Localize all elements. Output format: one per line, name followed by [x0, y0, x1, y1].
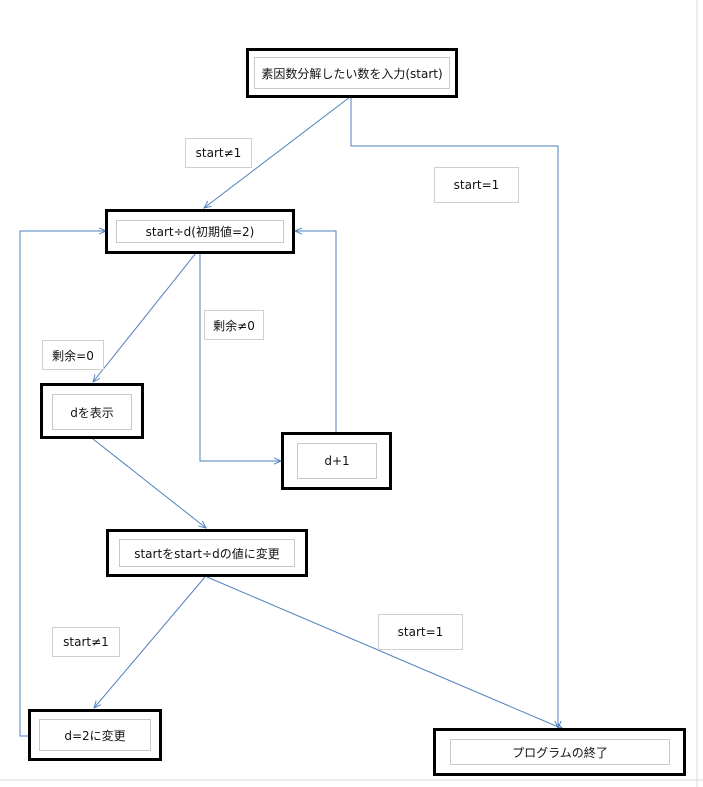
- edge-increment-to-divide: [295, 231, 337, 433]
- node-show-d: dを表示: [40, 383, 144, 439]
- edge-divide-to-increment: [199, 253, 281, 461]
- edge-input-to-end: [350, 97, 558, 728]
- node-show-d-label: dを表示: [52, 394, 132, 430]
- node-input-label: 素因数分解したい数を入力(start): [254, 57, 450, 89]
- edge-reset-to-divide: [19, 231, 106, 737]
- edge-divide-to-show: [93, 252, 197, 382]
- edge-input-to-divide: [204, 96, 351, 208]
- node-end: プログラムの終了: [433, 728, 686, 776]
- edge-label-update-to-reset: start≠1: [52, 627, 120, 657]
- node-end-label: プログラムの終了: [450, 739, 670, 765]
- node-increment: d+1: [281, 432, 392, 490]
- node-divide: start÷d(初期値=2): [105, 209, 295, 254]
- edge-show-to-update: [92, 438, 206, 528]
- node-increment-label: d+1: [297, 443, 377, 479]
- node-reset-d-label: d=2に変更: [39, 719, 151, 751]
- edge-update-to-end: [206, 576, 563, 729]
- edge-label-remainder-zero: 剰余=0: [42, 340, 104, 370]
- node-update-start-label: startをstart÷dの値に変更: [119, 539, 295, 567]
- edge-update-to-reset: [94, 576, 206, 708]
- node-reset-d: d=2に変更: [28, 709, 162, 761]
- node-update-start: startをstart÷dの値に変更: [106, 529, 308, 577]
- edge-label-input-to-divide: start≠1: [185, 138, 252, 168]
- edge-label-remainder-nonzero: 剰余≠0: [204, 310, 264, 340]
- node-input: 素因数分解したい数を入力(start): [246, 48, 458, 98]
- edge-label-input-to-end: start=1: [434, 167, 519, 203]
- edge-label-update-to-end: start=1: [378, 614, 463, 650]
- node-divide-label: start÷d(初期値=2): [116, 220, 284, 243]
